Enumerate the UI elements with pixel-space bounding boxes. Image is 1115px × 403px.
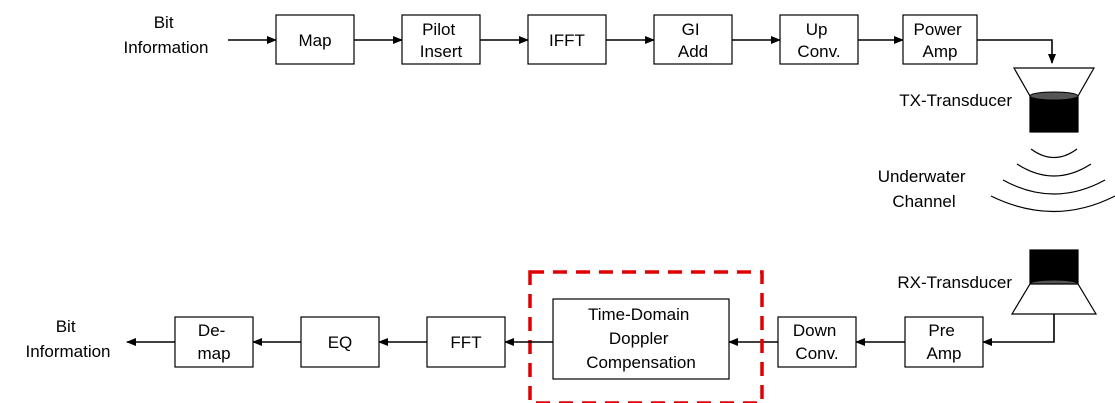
rx-chain: Pre Amp Down Conv. Time-Domain Doppler C… (25, 270, 1055, 403)
svg-text:EQ: EQ (328, 333, 353, 352)
tx-transducer-label: TX-Transducer (899, 91, 1012, 110)
underwater-channel-waves (990, 148, 1115, 213)
down-conv-block: Down Conv. (777, 316, 857, 368)
svg-text:Map: Map (298, 31, 331, 50)
eq-block: EQ (300, 316, 380, 368)
tx-transducer-icon (1012, 67, 1096, 133)
svg-text:Up Conv.: Up Conv. (797, 20, 840, 61)
arrow-poweramp-to-tx-transducer (977, 39, 1056, 64)
svg-text:De- map: De- map (197, 321, 230, 363)
rx-output-label: Bit Information (25, 317, 110, 361)
pre-amp-block: Pre Amp (904, 316, 984, 368)
map-block: Map (275, 14, 355, 65)
doppler-highlight-box (528, 270, 764, 403)
rx-transducer-icon (1010, 249, 1098, 315)
rx-transducer-label: RX-Transducer (897, 273, 1012, 292)
underwater-channel-label: Underwater Channel (878, 167, 971, 211)
svg-text:Power Amp: Power Amp (914, 20, 967, 61)
gi-add-block: GI Add (653, 14, 733, 65)
tx-input-label: Bit Information (123, 13, 208, 57)
svg-text:Pilot Insert: Pilot Insert (420, 20, 463, 61)
power-amp-block: Power Amp (902, 14, 978, 65)
ifft-block: IFFT (527, 14, 607, 65)
up-conv-block: Up Conv. (779, 14, 859, 65)
svg-text:Down Conv.: Down Conv. (793, 321, 841, 363)
svg-text:IFFT: IFFT (549, 31, 585, 50)
svg-text:Pre Amp: Pre Amp (927, 321, 962, 363)
svg-text:GI Add: GI Add (678, 20, 708, 61)
arrow-rx-transducer-to-preamp (982, 314, 1055, 346)
svg-text:Time-Domain Doppler: Time-Domain Doppler Compensation (586, 305, 696, 372)
pilot-insert-block: Pilot Insert (401, 14, 481, 65)
fft-block: FFT (426, 316, 506, 368)
de-map-block: De- map (174, 316, 254, 368)
tx-chain: Bit Information Map Pilot Insert IFFT GI (123, 13, 1056, 65)
time-domain-doppler-compensation-block: Time-Domain Doppler Compensation (552, 298, 730, 380)
svg-text:FFT: FFT (450, 333, 481, 352)
